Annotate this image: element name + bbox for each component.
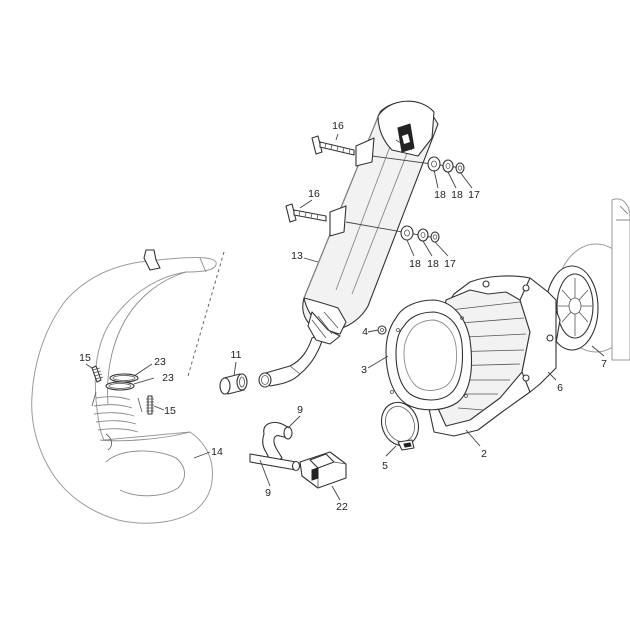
callout-4: 4	[362, 326, 368, 338]
callout-16-lower: 16	[308, 188, 320, 200]
part-9-hose-lower	[249, 453, 301, 472]
callout-17-lower: 17	[444, 258, 456, 270]
callout-14: 14	[211, 446, 223, 458]
part-4-fastener	[377, 325, 387, 335]
part-9-hose-upper	[262, 421, 293, 465]
callout-13: 13	[291, 250, 303, 262]
callout-labels: 16 16 13 18 18 17 18 18 17 4 3 5 2 6 7 1…	[79, 120, 607, 513]
part-13-muffler-body	[302, 100, 439, 345]
callout-9-upper: 9	[297, 404, 303, 416]
part-17-nut-upper	[455, 162, 465, 174]
callout-3: 3	[361, 364, 367, 376]
part-3-gasket-ring	[385, 299, 473, 411]
part-23-o-ring-lower	[105, 381, 135, 391]
part-23-o-ring-upper	[109, 373, 139, 383]
callout-23-lower: 23	[162, 372, 174, 384]
callout-18-lower-a: 18	[409, 258, 421, 270]
callout-15-upper: 15	[79, 352, 91, 364]
callout-9-lower: 9	[265, 487, 271, 499]
callout-16-upper: 16	[332, 120, 344, 132]
callout-7: 7	[601, 358, 607, 370]
part-22-valve	[299, 451, 347, 489]
part-15-spring-upper	[91, 365, 104, 383]
part-13-muffler-link-pipe	[258, 333, 325, 388]
part-15-spring-lower	[146, 395, 154, 415]
callout-15-lower: 15	[164, 405, 176, 417]
leader-lines	[85, 133, 605, 501]
part-18-bushing-upper-a	[427, 156, 441, 172]
callout-18-lower-b: 18	[427, 258, 439, 270]
callout-17-upper: 17	[468, 189, 480, 201]
part-6-intake-flange	[545, 265, 599, 351]
part-18-washer-lower-b	[417, 228, 429, 242]
callout-2: 2	[481, 448, 487, 460]
part-14-exhaust-header-pipe	[31, 249, 217, 524]
callout-18-upper-a: 18	[434, 189, 446, 201]
callout-22: 22	[336, 501, 348, 513]
akrapovic-logo-icon	[397, 123, 415, 153]
callout-23-upper: 23	[154, 356, 166, 368]
callout-11: 11	[231, 349, 242, 361]
part-16-bolt-lower	[285, 203, 327, 223]
callout-6: 6	[557, 382, 563, 394]
callout-5: 5	[382, 460, 388, 472]
part-16-bolt-upper	[311, 135, 355, 156]
part-11-connector-sleeve	[219, 373, 248, 395]
part-17-nut-lower	[430, 231, 440, 243]
callout-18-upper-b: 18	[451, 189, 463, 201]
part-18-bushing-lower-a	[400, 225, 414, 241]
part-5-hose-clamp	[380, 401, 420, 451]
part-18-washer-upper-b	[442, 159, 454, 173]
